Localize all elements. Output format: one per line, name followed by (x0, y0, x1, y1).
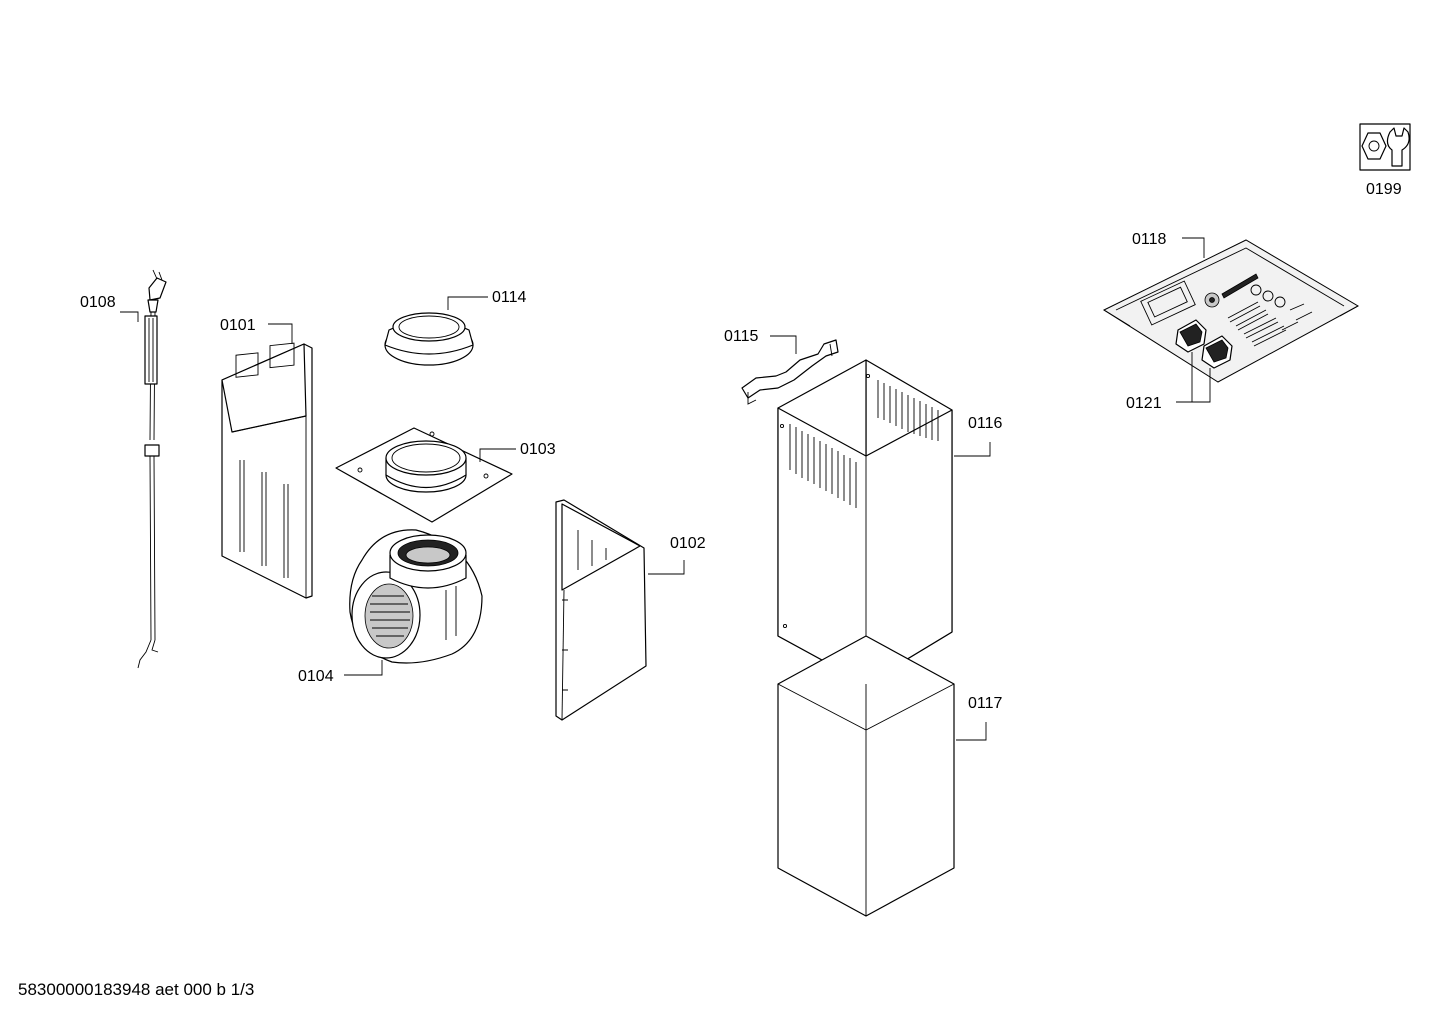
label-0103: 0103 (520, 441, 556, 458)
leader-0121-b (1192, 368, 1211, 403)
leader-0115 (770, 335, 797, 354)
drawing-id-footer: 58300000183948 aet 000 b 1/3 (18, 980, 255, 999)
label-0117: 0117 (968, 695, 1003, 712)
leader-0104 (344, 660, 383, 676)
rear-panel-part (221, 342, 313, 599)
label-0101: 0101 (220, 317, 256, 334)
fan-motor-part (349, 529, 483, 664)
upper-chimney-part (777, 359, 953, 685)
leader-0108 (120, 311, 139, 322)
leader-0118 (1182, 237, 1205, 258)
leader-0116 (954, 442, 991, 457)
leader-0117 (956, 722, 987, 741)
front-panel-part (555, 499, 647, 721)
power-cable-part (137, 269, 167, 669)
hardware-bag-part (1102, 239, 1360, 383)
label-0116: 0116 (968, 415, 1003, 432)
label-0199: 0199 (1366, 181, 1402, 198)
leader-0102 (648, 560, 685, 575)
label-0115: 0115 (724, 328, 759, 345)
label-0104: 0104 (298, 668, 334, 685)
label-0121: 0121 (1126, 395, 1162, 412)
label-0102: 0102 (670, 535, 706, 552)
wrench-nut-icon (1359, 123, 1411, 171)
bracket-part (741, 339, 839, 405)
lower-chimney-part (777, 635, 955, 917)
duct-ring-part (384, 312, 474, 366)
mounting-plate-part (335, 427, 513, 523)
label-0108: 0108 (80, 294, 116, 311)
label-0114: 0114 (492, 289, 527, 306)
leader-0103 (479, 448, 516, 462)
leader-0101 (268, 323, 293, 344)
label-0118: 0118 (1132, 231, 1167, 248)
leader-0114 (447, 296, 488, 310)
